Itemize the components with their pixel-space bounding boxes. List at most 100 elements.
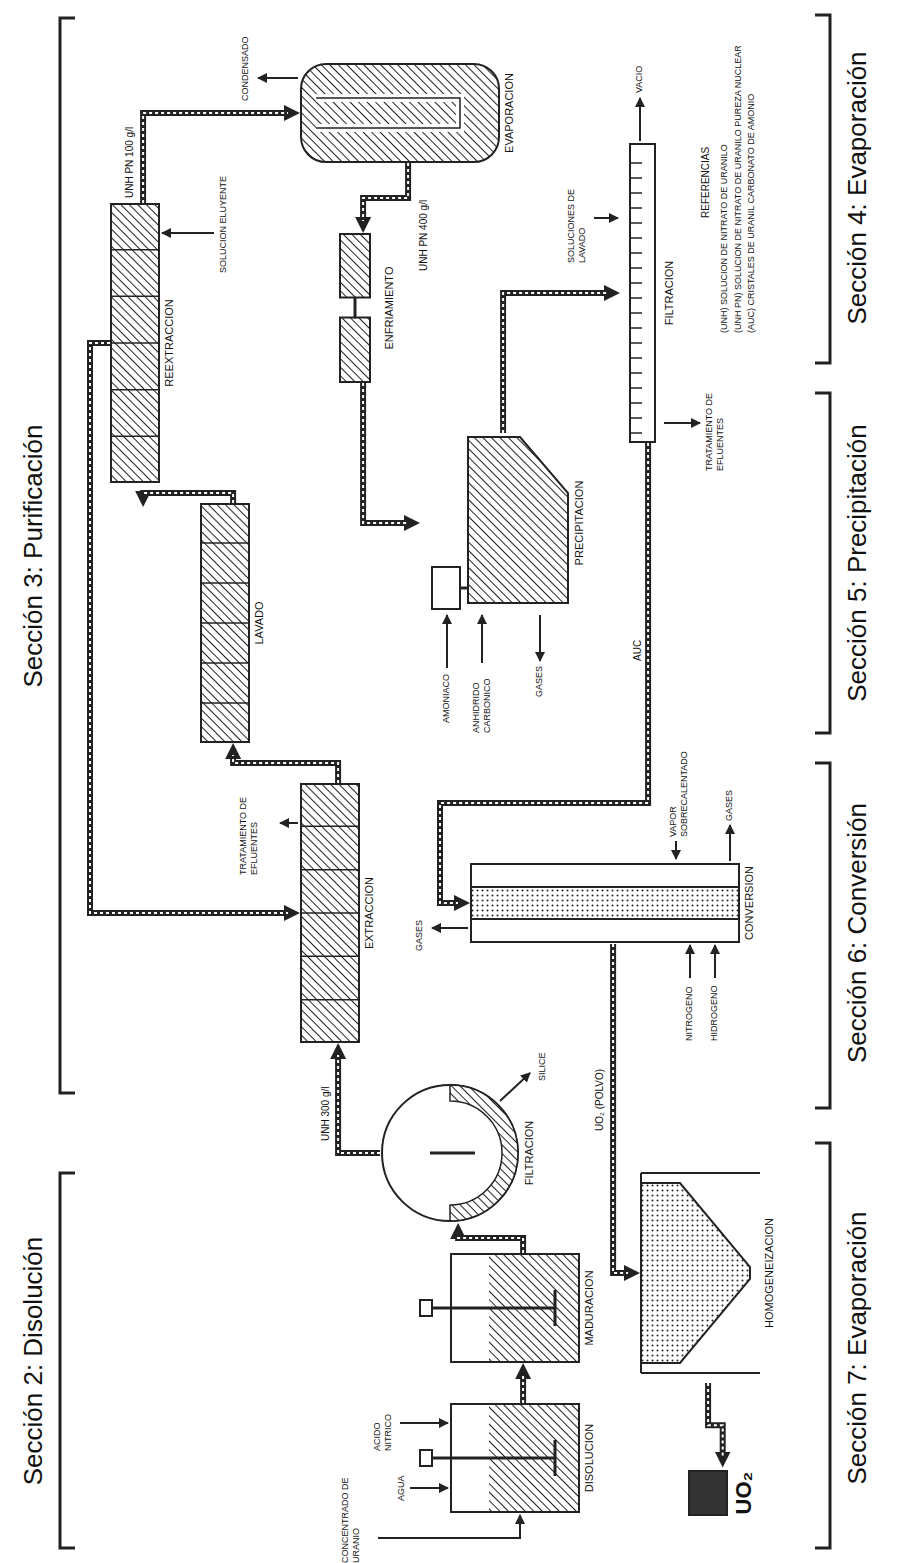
pipe-hatching — [458, 1235, 523, 1253]
stage-divider — [201, 582, 249, 584]
unit-drawing — [688, 1468, 728, 1518]
legend-entry: (UNH) SOLUCION DE NITRATO DE URANILO — [718, 8, 732, 333]
stream-label: ACIDO NITRICO — [372, 1389, 394, 1451]
section-title: Sección 6: Conversión — [842, 803, 873, 1063]
pipe-connector — [708, 1383, 723, 1456]
precipitator-tank — [468, 437, 568, 603]
agitator-motor — [420, 1450, 432, 1466]
section-bracket — [815, 763, 830, 1108]
belt-filter — [630, 144, 655, 442]
pipe-hatching — [708, 1383, 723, 1456]
pipe-hatching — [522, 1375, 524, 1403]
stream-label: UNH PN 100 g/l — [124, 125, 136, 200]
unit-shape — [110, 203, 160, 483]
unit-label: UO₂ — [731, 1472, 757, 1515]
stream-label: TRATAMIENTO DE EFLUENTES — [238, 775, 260, 875]
belt-tick — [630, 177, 642, 179]
mixer-box — [432, 567, 460, 609]
process-unit: REEXTRACCION — [110, 203, 176, 483]
stream-label: AGUA — [396, 1475, 407, 1501]
outlet-line — [500, 1073, 530, 1101]
pipe-connector — [233, 755, 338, 783]
mixer-down — [460, 587, 468, 590]
homogenizer-hopper — [641, 1183, 750, 1363]
unit-shape — [200, 503, 250, 743]
stream-label: AMONIACO — [441, 674, 452, 723]
belt-tick — [630, 267, 642, 269]
stream-label: UNH 300 g/l — [320, 1085, 332, 1143]
unit-shape — [300, 63, 500, 163]
outlet-line — [280, 822, 298, 824]
stage-divider — [201, 662, 249, 664]
unit-shape — [420, 433, 570, 613]
unit-drawing — [300, 783, 360, 1043]
unit-drawing — [470, 863, 740, 943]
unit-drawing — [640, 1163, 760, 1383]
stream-label: GASES — [724, 790, 735, 821]
column-body — [301, 784, 359, 1042]
unit-label: REEXTRACCION — [163, 299, 176, 386]
stage-divider — [111, 389, 159, 391]
stream-label: UNH PN 400 g/l — [418, 198, 430, 273]
pipe-connector — [613, 944, 628, 1273]
process-unit: FILTRACION — [620, 143, 676, 443]
pipe-connector — [338, 1055, 380, 1153]
unit-label: HOMOGENEIZACION — [763, 1218, 776, 1328]
feed-line — [714, 945, 716, 978]
unit-shape — [380, 1083, 520, 1223]
belt-tick — [630, 207, 642, 209]
unit-label: FILTRACION — [523, 1121, 536, 1186]
cooler-link — [354, 298, 357, 319]
section-bracket — [815, 15, 830, 363]
feed-line — [400, 1422, 448, 1424]
feed-line — [675, 841, 677, 859]
unit-label: LAVADO — [253, 602, 266, 645]
stream-label: HIDROGENO — [709, 985, 720, 1041]
belt-tick — [630, 342, 642, 344]
process-unit: EVAPORACION — [300, 63, 516, 163]
stream-label: UO₂ (POLVO) — [594, 1067, 606, 1133]
feed-line — [162, 232, 214, 234]
pipe-connector — [363, 383, 408, 523]
stage-divider — [111, 296, 159, 298]
process-unit: DISOLUCION — [450, 1403, 596, 1513]
unit-label: MADURACION — [583, 1270, 596, 1345]
unit-shape — [688, 1468, 728, 1518]
unit-shape — [640, 1163, 760, 1383]
section-bracket — [60, 1173, 75, 1548]
belt-tick — [630, 222, 642, 224]
process-unit: FILTRACION — [380, 1083, 536, 1223]
process-unit: LAVADO — [200, 503, 266, 743]
process-unit: PRECIPITACION — [420, 433, 586, 613]
stage-divider — [111, 342, 159, 344]
column-body — [201, 504, 249, 742]
belt-tick — [630, 312, 642, 314]
pipe-hatching — [363, 163, 408, 221]
belt-tick — [630, 237, 642, 239]
legend: (UNH) SOLUCION DE NITRATO DE URANILO(UNH… — [718, 8, 759, 333]
unit-label: ENFRIAMIENTO — [383, 267, 396, 350]
process-unit: ENFRIAMIENTO — [330, 233, 396, 383]
process-unit: CONVERSION — [470, 862, 756, 944]
hopper-legs — [641, 1173, 760, 1373]
legend-entry: (AUC) CRISTALES DE URANIL CARBONATO DE A… — [745, 8, 759, 333]
heating-tube-line — [316, 98, 460, 128]
pipe-connector — [520, 1375, 526, 1403]
stream-label: CONDENSADO — [240, 36, 251, 101]
outlet-line — [258, 77, 298, 79]
heating-tube — [316, 98, 460, 128]
stage-divider — [301, 869, 359, 871]
belt-tick — [630, 162, 642, 164]
feed-line — [378, 1515, 520, 1538]
section-title: Sección 2: Disolución — [18, 1237, 49, 1486]
unit-drawing — [450, 1253, 580, 1363]
section-bracket — [815, 1143, 830, 1548]
stream-label: REFERENCIAS — [700, 147, 712, 218]
feed-line — [410, 1487, 448, 1489]
feed-line — [594, 217, 618, 219]
feed-line — [446, 615, 448, 668]
cooler-unit — [340, 234, 370, 298]
stage-divider — [301, 956, 359, 958]
product-drum — [689, 1471, 727, 1515]
stream-label: GASES — [534, 666, 545, 697]
